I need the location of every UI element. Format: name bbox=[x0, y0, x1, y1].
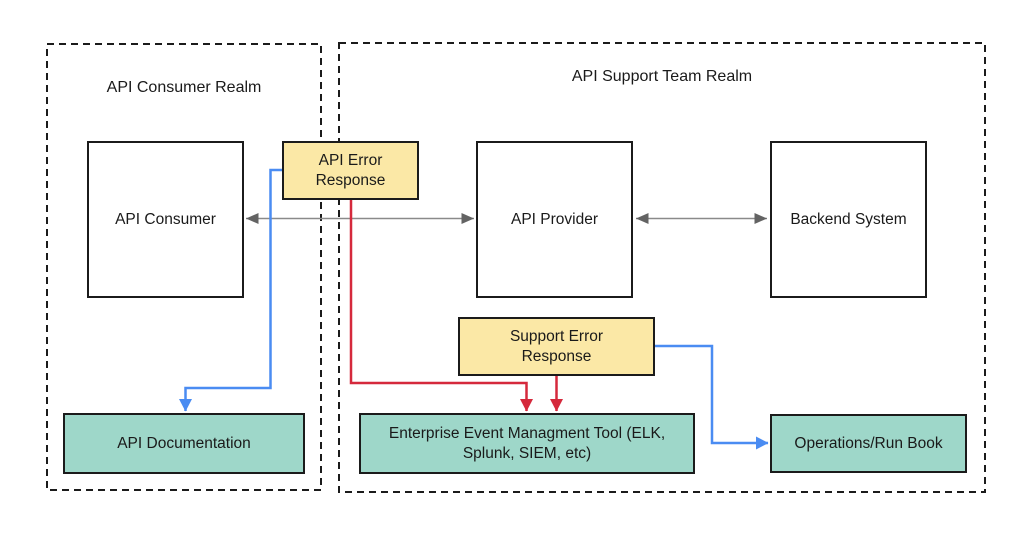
node-backend-system-label: Backend System bbox=[790, 210, 907, 228]
edge-support-error-response-ops-run-book bbox=[655, 344, 769, 450]
node-enterprise-event-management-tool: Enterprise Event Managment Tool (ELK, Sp… bbox=[359, 413, 695, 474]
node-enterprise-event-management-tool-label: Enterprise Event Managment Tool (ELK, Sp… bbox=[388, 424, 666, 462]
node-api-documentation-label: API Documentation bbox=[117, 434, 251, 452]
realm-api-support-border bbox=[338, 42, 986, 493]
node-api-consumer-label: API Consumer bbox=[115, 210, 216, 228]
edge-api-error-response-api-documentation bbox=[179, 168, 283, 412]
node-api-error-response: API Error Response bbox=[282, 141, 419, 200]
node-api-provider-label: API Provider bbox=[510, 210, 598, 228]
node-support-error-response: Support Error Response bbox=[458, 317, 655, 376]
realm-title-api-support-team: API Support Team Realm bbox=[571, 68, 753, 85]
node-operations-run-book-label: Operations/Run Book bbox=[794, 434, 943, 452]
node-support-error-response-label: Support Error Response bbox=[509, 327, 604, 365]
node-operations-run-book: Operations/Run Book bbox=[770, 414, 967, 473]
node-backend-system: Backend System bbox=[770, 141, 927, 298]
node-api-provider: API Provider bbox=[476, 141, 633, 298]
node-api-error-response-label: API Error Response bbox=[315, 151, 386, 189]
realm-title-api-consumer: API Consumer Realm bbox=[106, 79, 262, 96]
realm-api-consumer-border bbox=[46, 43, 322, 491]
node-api-consumer: API Consumer bbox=[87, 141, 244, 298]
node-api-documentation: API Documentation bbox=[63, 413, 305, 474]
edge-api-error-response-event-tool bbox=[349, 199, 533, 412]
